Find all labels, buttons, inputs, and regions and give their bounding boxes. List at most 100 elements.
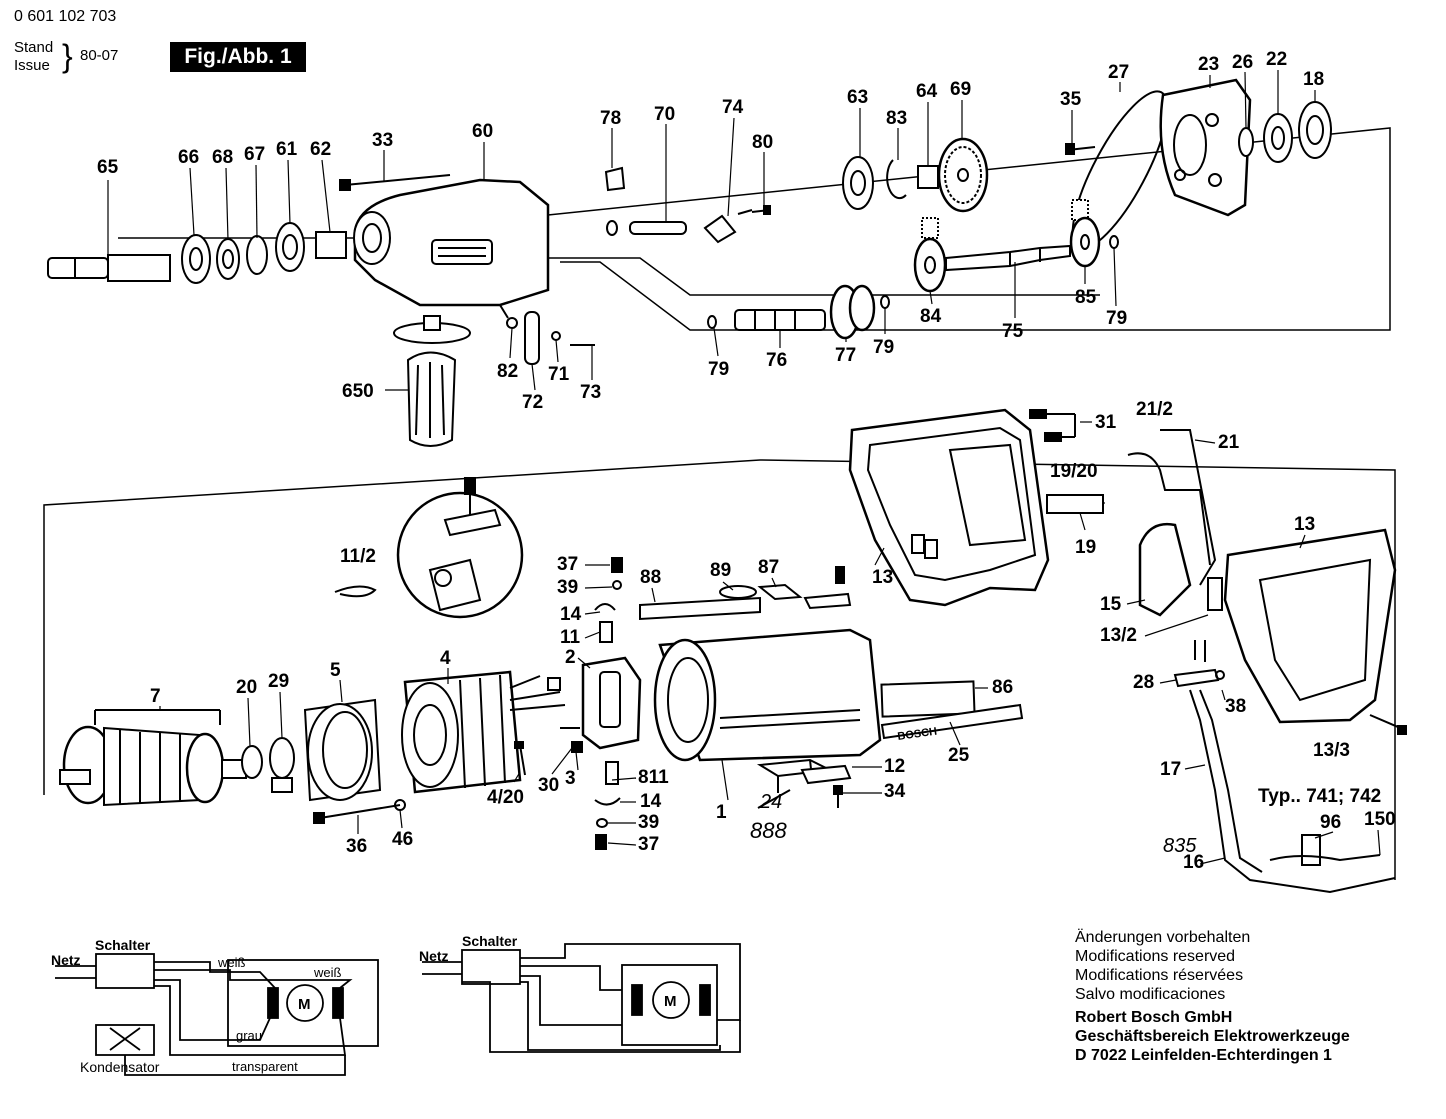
pin-70: [606, 220, 687, 236]
label-73: 73: [580, 382, 601, 403]
nameplate-25: [880, 703, 1024, 740]
clip-11-2: [334, 585, 377, 598]
label-96: 96: [1320, 812, 1341, 833]
part-number: 0 601 102 703: [14, 8, 117, 25]
label-29: 29: [268, 671, 289, 692]
label-7: 7: [150, 686, 161, 707]
motor-housing-1: [653, 628, 882, 762]
label-17: 17: [1160, 759, 1181, 780]
bearing-61: [275, 222, 305, 272]
sleeve-62: [315, 231, 347, 259]
motor-label-left: M: [298, 996, 311, 1013]
part-13-2: [1207, 577, 1223, 611]
label-30: 30: [538, 775, 559, 796]
type-label: Typ.. 741; 742: [1258, 786, 1381, 807]
flange-23: [1159, 78, 1252, 217]
ring-68: [216, 238, 240, 280]
label-65: 65: [97, 157, 119, 178]
issue-code: 80-07: [80, 47, 119, 64]
label-79-top: 79: [1106, 308, 1127, 329]
label-27: 27: [1108, 62, 1129, 83]
label-74: 74: [722, 97, 744, 118]
label-37-top: 37: [557, 554, 578, 575]
brush-parts-bottom: [560, 727, 621, 850]
motor-label-right: M: [664, 993, 677, 1010]
label-79-mid: 79: [873, 337, 894, 358]
bracket-top: [803, 566, 852, 610]
axis-line-middle: [548, 257, 1100, 296]
label-11: 11: [560, 627, 581, 648]
spring-74: [703, 209, 753, 244]
cable-clamp-28: [1173, 668, 1225, 688]
label-14-top: 14: [560, 604, 582, 625]
footer-line-1: Änderungen vorbehalten: [1075, 929, 1251, 946]
label-75: 75: [1002, 321, 1024, 342]
gear-housing-60: [353, 178, 550, 307]
issue-label: Issue: [14, 57, 50, 74]
seal-18: [1298, 101, 1332, 159]
bearing-63: [842, 156, 874, 210]
label-78: 78: [600, 108, 621, 129]
label-84: 84: [920, 306, 942, 327]
label-83: 83: [886, 108, 907, 129]
label-39-bottom: 39: [638, 812, 659, 833]
label-13-2: 13/2: [1100, 625, 1137, 646]
label-4-20: 4/20: [487, 787, 524, 808]
label-13-3: 13/3: [1313, 740, 1350, 761]
bearing-29: [269, 737, 295, 793]
bearing-22: [1263, 113, 1293, 163]
label-12: 12: [884, 756, 905, 777]
screws-31: [1029, 409, 1076, 442]
label-28: 28: [1133, 672, 1154, 693]
footer-line-2: Modifications reserved: [1075, 948, 1236, 965]
netz-label-right: Netz: [419, 948, 449, 964]
label-25: 25: [948, 745, 970, 766]
label-67: 67: [244, 144, 265, 165]
brush-holder-2: [547, 656, 642, 750]
label-70: 70: [654, 104, 675, 125]
label-33: 33: [372, 130, 393, 151]
schalter-label-right: Schalter: [462, 933, 518, 949]
chuck-shaft-65: [47, 254, 171, 282]
lever-72: [499, 304, 595, 365]
label-150: 150: [1364, 809, 1396, 830]
inset-detail: [396, 477, 524, 619]
label-35: 35: [1060, 89, 1082, 110]
switch-15: [1138, 522, 1192, 617]
label-5: 5: [330, 660, 341, 681]
plug-96: [1269, 834, 1381, 866]
wiring-diagram-right: [422, 943, 741, 1053]
label-63: 63: [847, 87, 868, 108]
label-34: 34: [884, 781, 906, 802]
screw-34: [833, 785, 843, 808]
label-86: 86: [992, 677, 1013, 698]
company-address: D 7022 Leinfelden-Echterdingen 1: [1075, 1047, 1332, 1064]
label-89: 89: [710, 560, 731, 581]
footer-line-3: Modifications réservées: [1075, 967, 1244, 984]
brace-icon: }: [62, 38, 73, 74]
company-name: Robert Bosch GmbH: [1075, 1009, 1233, 1026]
label-650: 650: [342, 381, 374, 402]
label-88: 88: [640, 567, 661, 588]
label-3: 3: [565, 768, 576, 789]
washer-79-top: [1109, 235, 1119, 249]
label-79-left: 79: [708, 359, 729, 380]
handwritten-888: 888: [750, 818, 787, 843]
label-60: 60: [472, 121, 493, 142]
plate-87: [757, 583, 803, 601]
axis-line-lower-left: [43, 459, 1396, 880]
label-22: 22: [1266, 49, 1287, 70]
cable-21: [1127, 429, 1217, 586]
disc-89: [719, 585, 757, 599]
fan-ring-5: [303, 698, 382, 802]
bearing-66: [181, 234, 211, 284]
label-4: 4: [440, 648, 451, 669]
weiss-label-1: weiß: [217, 955, 246, 970]
label-72: 72: [522, 392, 543, 413]
bolt-33: [339, 174, 451, 191]
auxiliary-handle-650: [393, 315, 471, 447]
label-87: 87: [758, 557, 779, 578]
screw-35: [1065, 143, 1096, 155]
label-811: 811: [638, 767, 669, 788]
handle-housing-13-right: [1223, 528, 1397, 724]
